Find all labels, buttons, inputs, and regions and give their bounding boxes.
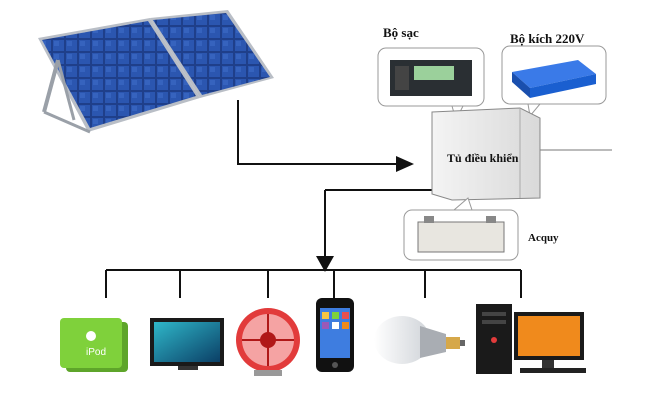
arrow-right-icon [396, 156, 414, 172]
battery-label: Acquy [528, 232, 559, 244]
charger-icon [378, 48, 484, 120]
smartphone-icon [316, 298, 354, 372]
control-cabinet-label: Tủ điều khiển [447, 151, 518, 166]
tv-icon [150, 318, 224, 370]
desktop-computer-icon [476, 304, 586, 374]
fan-icon [236, 308, 300, 376]
led-bulb-icon [374, 316, 465, 364]
charger-label: Bộ sạc [383, 25, 419, 41]
battery-icon [404, 198, 518, 260]
inverter-label: Bộ kích 220V [510, 31, 584, 47]
inverter-icon [502, 46, 606, 116]
ipod-icon [60, 318, 128, 372]
ipod-label: iPod [86, 347, 106, 358]
